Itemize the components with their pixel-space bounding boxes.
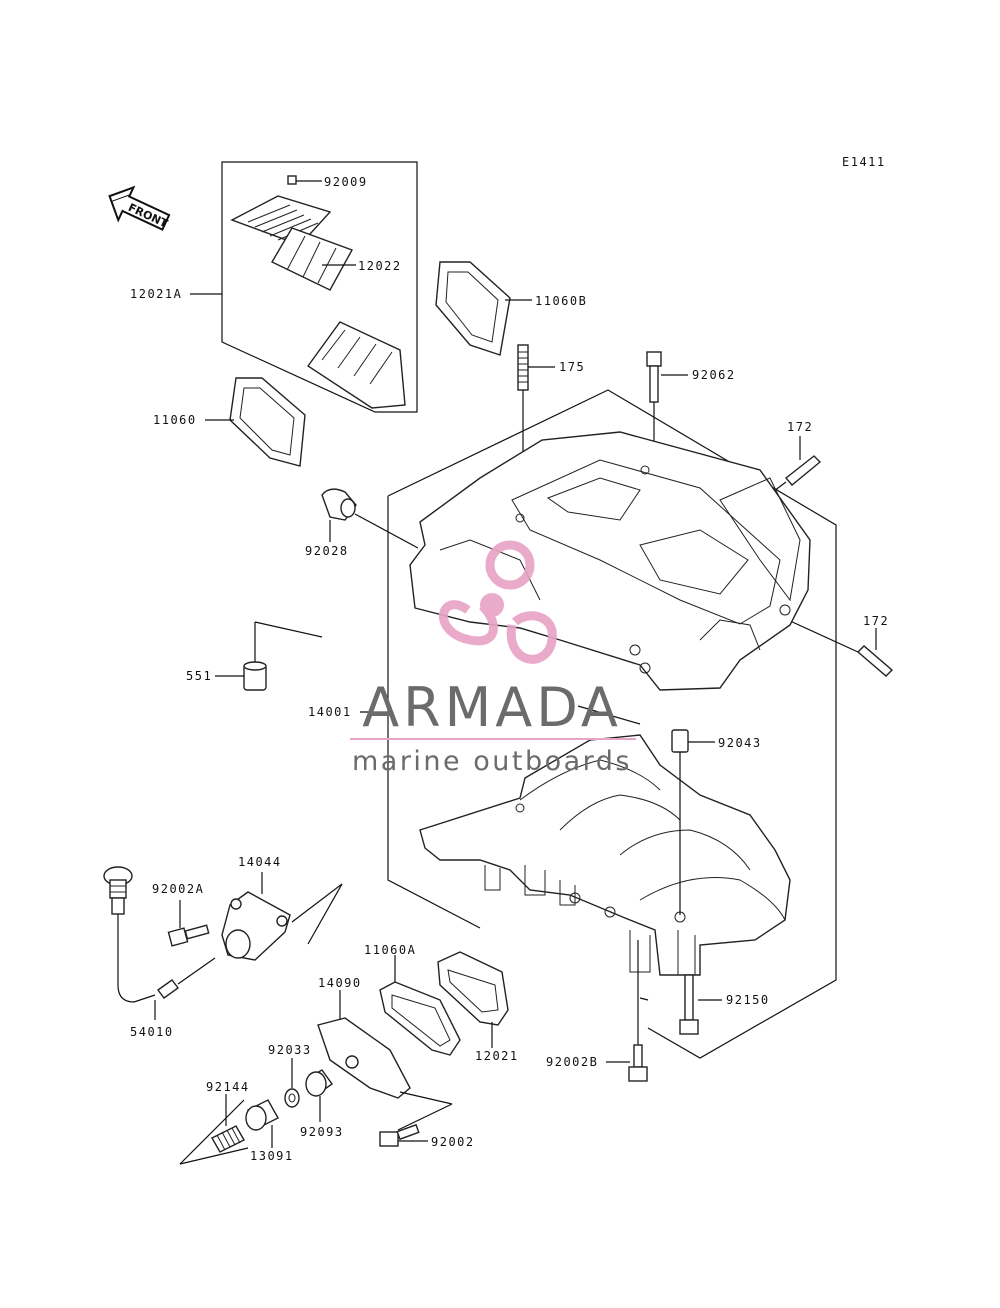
- label-12021: 12021: [475, 1049, 519, 1063]
- cover-14090: [317, 990, 453, 1131]
- label-13091: 13091: [250, 1149, 294, 1163]
- gasket-11060a: [379, 955, 461, 1056]
- label-175: 175: [559, 360, 585, 374]
- plate-12021: [437, 951, 509, 1048]
- gasket-11060b: [435, 261, 532, 356]
- armada-logo-icon: [438, 540, 557, 664]
- gasket-11060: [205, 377, 306, 467]
- label-11060: 11060: [153, 413, 197, 427]
- cable-54010: [103, 866, 216, 1020]
- label-92002a: 92002A: [152, 882, 204, 896]
- cap-13091: [245, 1099, 279, 1148]
- label-12021a: 12021A: [130, 287, 182, 301]
- bolt-92002a: [167, 900, 210, 947]
- label-92150: 92150: [726, 993, 770, 1007]
- dowel-92043: [671, 729, 715, 915]
- label-92009: 92009: [324, 175, 368, 189]
- label-92093: 92093: [300, 1125, 344, 1139]
- label-92033: 92033: [268, 1043, 312, 1057]
- label-551: 551: [186, 669, 212, 683]
- watermark-tagline: marine outboards: [352, 746, 632, 777]
- spring-92144: [179, 1094, 249, 1165]
- bolt-92062: [646, 351, 688, 475]
- label-11060b: 11060B: [535, 294, 587, 308]
- cover-14044: [221, 872, 343, 961]
- bolt-92150: [679, 974, 722, 1035]
- bolt-92002b: [606, 940, 648, 1082]
- label-92043: 92043: [718, 736, 762, 750]
- bushing-92093: [305, 1069, 333, 1122]
- reed-valve-group: [190, 161, 418, 413]
- part-labels: 92009 12022 12021A 11060B 175 92062 1106…: [130, 175, 889, 1163]
- diagram-code: E1411: [842, 155, 886, 169]
- label-92002: 92002: [431, 1135, 475, 1149]
- front-arrow-icon: FRONT: [108, 185, 171, 231]
- label-92002b: 92002B: [546, 1055, 598, 1069]
- bolt-92002: [379, 1123, 428, 1147]
- crankcase-frame: [387, 389, 837, 1059]
- label-14090: 14090: [318, 976, 362, 990]
- label-12022: 12022: [358, 259, 402, 273]
- label-92028: 92028: [305, 544, 349, 558]
- label-14044: 14044: [238, 855, 282, 869]
- label-92144: 92144: [206, 1080, 250, 1094]
- label-54010: 54010: [130, 1025, 174, 1039]
- label-172-top: 172: [787, 420, 813, 434]
- watermark: ARMADA marine outboards: [350, 540, 636, 777]
- lower-crankcase: [419, 734, 791, 976]
- pin-551: [215, 621, 323, 691]
- watermark-brand: ARMADA: [362, 676, 622, 739]
- label-92062: 92062: [692, 368, 736, 382]
- label-14001: 14001: [308, 705, 352, 719]
- label-172-right: 172: [863, 614, 889, 628]
- label-11060a: 11060A: [364, 943, 416, 957]
- bushing-92028: [321, 488, 419, 549]
- washer-92033: [284, 1058, 300, 1108]
- stud-172-right: [787, 619, 894, 677]
